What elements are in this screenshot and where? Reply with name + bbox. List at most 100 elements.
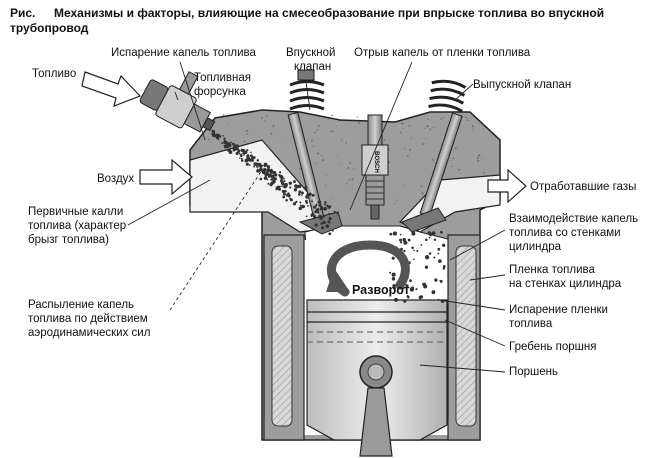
head-texture-dot xyxy=(477,154,480,157)
head-texture-dot xyxy=(468,120,470,122)
reversal-label: Разворот xyxy=(352,283,410,297)
head-texture-dot xyxy=(243,140,246,143)
spray-droplet xyxy=(283,178,285,180)
label-injector-1: Топливная xyxy=(194,72,251,84)
head-texture-dot xyxy=(426,125,429,128)
head-texture-dot xyxy=(393,203,396,205)
head-texture-dot xyxy=(321,154,323,157)
spray-droplet xyxy=(299,204,302,207)
label-intake-valve-2: клапан xyxy=(294,61,332,73)
spray-droplet xyxy=(319,205,324,210)
air-arrow xyxy=(139,158,193,196)
wall-droplet xyxy=(439,279,443,283)
head-texture-dot xyxy=(348,179,351,181)
head-texture-dot xyxy=(383,139,386,141)
spray-droplet xyxy=(248,158,252,162)
wall-droplet xyxy=(422,282,426,287)
label-injector-2: форсунка xyxy=(194,86,246,98)
head-texture-dot xyxy=(287,138,289,140)
head-texture-dot xyxy=(351,187,354,189)
head-texture-dot xyxy=(476,157,479,160)
spray-droplet xyxy=(243,150,247,154)
head-texture-dot xyxy=(222,114,225,116)
head-texture-dot xyxy=(207,138,210,141)
spray-droplet xyxy=(318,204,321,207)
spray-droplet xyxy=(298,206,303,211)
spray-droplet xyxy=(232,148,236,152)
head-texture-dot xyxy=(421,192,424,195)
spray-droplet xyxy=(287,194,291,198)
spray-droplet xyxy=(292,202,297,206)
spray-droplet xyxy=(304,186,308,190)
spray-droplet xyxy=(305,215,308,218)
head-texture-dot xyxy=(349,162,352,164)
spray-droplet xyxy=(325,224,330,228)
label-primary-droplets-3: брызг топлива) xyxy=(28,234,110,246)
spray-droplet xyxy=(241,159,244,162)
wall-droplet xyxy=(391,272,396,277)
spray-droplet xyxy=(328,232,332,236)
spray-droplet xyxy=(264,173,268,177)
wall-droplet xyxy=(415,288,418,291)
spray-droplet xyxy=(256,169,260,173)
spray-droplet xyxy=(328,217,332,221)
head-texture-dot xyxy=(395,199,398,201)
head-texture-dot xyxy=(325,174,327,176)
spray-droplet xyxy=(253,165,256,168)
spray-droplet xyxy=(240,148,243,151)
spray-droplet xyxy=(263,172,266,175)
label-film-evaporation-2: топлива xyxy=(509,318,553,330)
head-texture-dot xyxy=(332,130,334,132)
head-texture-dot xyxy=(401,122,404,125)
head-texture-dot xyxy=(404,148,406,150)
head-texture-dot xyxy=(429,128,432,131)
spray-droplet xyxy=(235,144,240,149)
wall-droplet xyxy=(413,249,415,252)
head-texture-dot xyxy=(315,162,317,164)
fuel-spray xyxy=(211,129,338,236)
head-texture-dot xyxy=(314,131,316,134)
spray-droplet xyxy=(222,134,224,137)
spray-droplet xyxy=(240,157,243,160)
spray-droplet xyxy=(322,215,326,218)
label-primary-droplets-2: топлива (характер xyxy=(28,220,127,232)
head-texture-dot xyxy=(356,116,358,118)
spray-droplet xyxy=(310,205,313,208)
spray-droplet xyxy=(231,142,235,146)
spray-droplet xyxy=(235,151,239,155)
wall-droplet xyxy=(393,286,396,290)
spray-droplet xyxy=(269,170,274,174)
spray-droplet xyxy=(238,152,241,155)
spray-droplet xyxy=(249,154,253,158)
wall-droplet xyxy=(403,249,406,253)
spray-droplet xyxy=(317,200,321,204)
left-coolant-jacket xyxy=(271,245,293,427)
right-coolant-jacket xyxy=(455,245,477,427)
head-texture-dot xyxy=(434,162,436,164)
head-texture-dot xyxy=(408,124,411,127)
spray-droplet xyxy=(317,207,320,210)
label-wall-interaction-1: Взаимодействие капель xyxy=(509,213,639,225)
aero-leader-dashed xyxy=(169,169,263,311)
spray-droplet xyxy=(282,192,286,196)
label-film-evaporation-1: Испарение пленки xyxy=(509,304,608,316)
spray-droplet xyxy=(305,195,309,199)
spray-droplet xyxy=(314,210,318,214)
spray-droplet xyxy=(282,195,286,199)
head-texture-dot xyxy=(261,117,263,119)
label-wall-interaction-2: топлива со стенками xyxy=(509,227,621,239)
spray-droplet xyxy=(218,135,221,138)
spray-droplet xyxy=(333,210,336,213)
head-texture-dot xyxy=(471,125,474,128)
spray-droplet xyxy=(331,229,334,232)
spray-droplet xyxy=(328,212,331,216)
head-texture-dot xyxy=(272,125,275,127)
spray-droplet xyxy=(223,140,226,142)
wall-droplet xyxy=(428,232,433,237)
spray-droplet xyxy=(224,144,229,149)
head-texture-dot xyxy=(424,138,426,140)
head-texture-dot xyxy=(340,139,342,142)
head-texture-dot xyxy=(317,124,320,127)
spray-droplet xyxy=(288,181,292,185)
spray-droplet xyxy=(293,188,298,192)
